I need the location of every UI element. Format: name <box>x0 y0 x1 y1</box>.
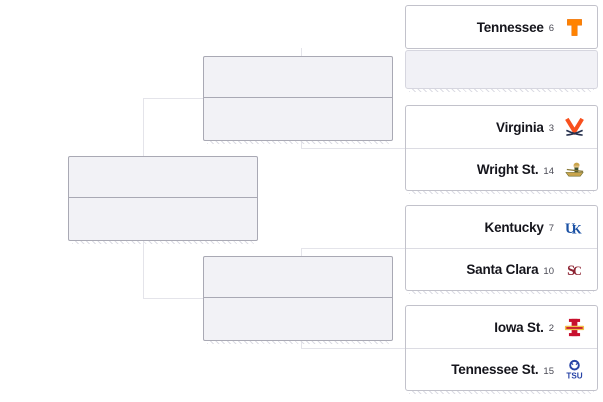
connector-stub-semifinal-top <box>143 98 203 99</box>
svg-text:TSU: TSU <box>566 372 582 381</box>
team-row-kentucky[interactable]: Kentucky 7 U K <box>406 206 597 248</box>
iowa-state-logo <box>563 316 586 339</box>
team-seed: 6 <box>548 23 554 34</box>
team-name: Tennessee St. <box>451 362 539 377</box>
team-row-iowa-state[interactable]: Iowa St. 2 <box>406 306 597 348</box>
team-seed: 2 <box>548 323 554 334</box>
second-round-matchup-bottom <box>203 256 393 344</box>
kentucky-logo: U K <box>563 216 586 239</box>
team-seed: 15 <box>543 365 554 377</box>
team-name: Wright St. <box>476 162 539 177</box>
svg-text:U: U <box>565 220 576 236</box>
team-seed: 14 <box>543 165 554 177</box>
team-row-wright-state[interactable]: Wright St. 14 <box>406 148 597 190</box>
team-seed: 10 <box>543 265 554 277</box>
team-name: Tennessee <box>476 19 544 35</box>
wright-state-logo <box>563 158 586 181</box>
second-round-matchup-top <box>203 56 393 144</box>
santa-clara-logo: S C <box>563 258 586 281</box>
connector-stub-kentucky <box>301 248 405 249</box>
team-row-tennessee-state[interactable]: Tennessee St. 15 TSU <box>406 348 597 390</box>
connector-stub-iowa <box>301 348 405 349</box>
placeholder-slot <box>204 98 392 139</box>
team-name: Virginia <box>496 119 544 135</box>
regional-semifinal-matchup <box>68 156 258 244</box>
matchup-1-team-box: Tennessee 6 <box>405 5 598 49</box>
matchup-4-box: Iowa St. 2 Tennessee St. 15 TSU <box>405 305 598 394</box>
tennessee-state-logo: TSU <box>563 358 586 381</box>
team-name: Santa Clara <box>466 262 539 277</box>
placeholder-slot <box>69 198 257 239</box>
matchup-3-box: Kentucky 7 U K Santa Clara 10 S C <box>405 205 598 294</box>
team-seed: 3 <box>548 123 554 134</box>
virginia-logo <box>563 116 586 139</box>
placeholder-slot <box>69 157 257 198</box>
team-seed: 7 <box>548 223 554 234</box>
matchup-2-box: Virginia 3 Wright St. 14 <box>405 105 598 194</box>
connector-stub-semifinal-bottom <box>143 298 203 299</box>
team-row-santa-clara[interactable]: Santa Clara 10 S C <box>406 248 597 290</box>
svg-text:S: S <box>567 263 575 279</box>
placeholder-slot <box>204 257 392 298</box>
tennessee-logo <box>563 16 586 39</box>
team-row-virginia[interactable]: Virginia 3 <box>406 106 597 148</box>
svg-text:C: C <box>573 264 582 278</box>
placeholder-slot <box>204 57 392 98</box>
placeholder-slot <box>204 298 392 339</box>
matchup-1-empty-slot <box>405 50 598 92</box>
team-row-tennessee[interactable]: Tennessee 6 <box>406 6 597 48</box>
connector-stub-virginia <box>301 148 405 149</box>
svg-text:K: K <box>572 222 582 236</box>
team-name: Kentucky <box>484 219 544 235</box>
team-name: Iowa St. <box>494 319 544 335</box>
